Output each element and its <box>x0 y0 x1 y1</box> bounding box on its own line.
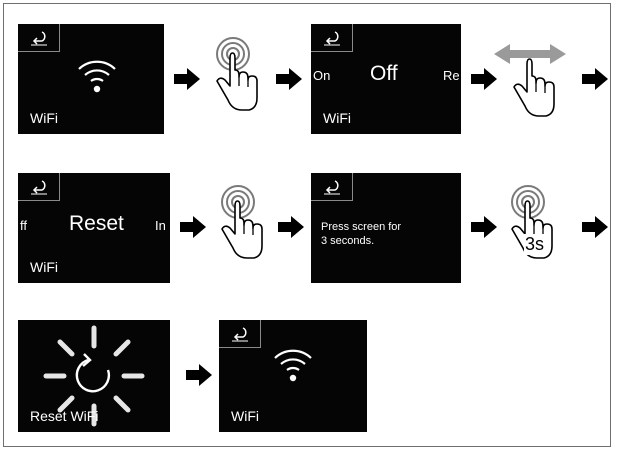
wifi-icon <box>271 346 315 382</box>
back-icon <box>29 30 49 46</box>
screen-label: WiFi <box>30 259 58 275</box>
screen-label: Reset WiFi <box>30 408 99 424</box>
reset-icon <box>43 325 145 427</box>
screen-label: WiFi <box>323 110 351 126</box>
arrow-right-icon <box>278 216 304 238</box>
option-next: Re <box>443 68 460 83</box>
arrow-right-icon <box>582 216 608 238</box>
option-current: Off <box>370 62 398 85</box>
back-icon <box>230 326 250 342</box>
hold-gesture: 3s <box>504 180 560 276</box>
swipe-hand-icon <box>494 44 566 117</box>
tap-gesture <box>214 180 266 276</box>
resetting-screen: Reset WiFi <box>18 320 170 432</box>
back-icon <box>322 179 342 195</box>
tap-gesture <box>209 32 261 128</box>
wifi-mode-screen: On Off Re WiFi <box>311 24 461 134</box>
back-icon <box>29 179 49 195</box>
arrow-right-icon <box>276 68 302 90</box>
screen-label: WiFi <box>30 110 58 126</box>
instruction-line-2: 3 seconds. <box>321 235 375 247</box>
wifi-reset-screen: ff Reset In WiFi <box>18 173 170 283</box>
hold-duration-label: 3s <box>524 234 546 255</box>
option-current: Reset <box>69 212 124 235</box>
option-prev: ff <box>20 218 27 233</box>
arrow-right-icon <box>174 68 200 90</box>
press-screen: Press screen for 3 seconds. <box>311 173 461 283</box>
arrow-right-icon <box>582 68 608 90</box>
instruction-line-1: Press screen for <box>321 221 402 233</box>
back-button <box>18 173 60 201</box>
option-prev: On <box>313 68 331 83</box>
option-next: In <box>155 218 166 233</box>
wifi-icon <box>75 57 119 93</box>
tap-hand-icon <box>221 185 263 259</box>
swipe-gesture <box>492 32 570 132</box>
arrow-right-icon <box>186 364 212 386</box>
wifi-screen: WiFi <box>219 320 367 432</box>
diagram-frame: WiFi On Off Re WiFi ff Reset In WiFi <box>3 3 611 447</box>
hold-hand-icon <box>511 185 553 259</box>
arrow-right-icon <box>180 216 206 238</box>
wifi-screen: WiFi <box>18 24 164 134</box>
back-button <box>219 320 261 348</box>
tap-hand-icon <box>216 37 258 111</box>
back-button <box>311 24 353 52</box>
back-button <box>18 24 60 52</box>
back-button <box>311 173 353 201</box>
screen-label: WiFi <box>231 408 259 424</box>
arrow-right-icon <box>471 216 497 238</box>
instruction-text: Press screen for 3 seconds. <box>321 220 401 248</box>
back-icon <box>322 30 342 46</box>
